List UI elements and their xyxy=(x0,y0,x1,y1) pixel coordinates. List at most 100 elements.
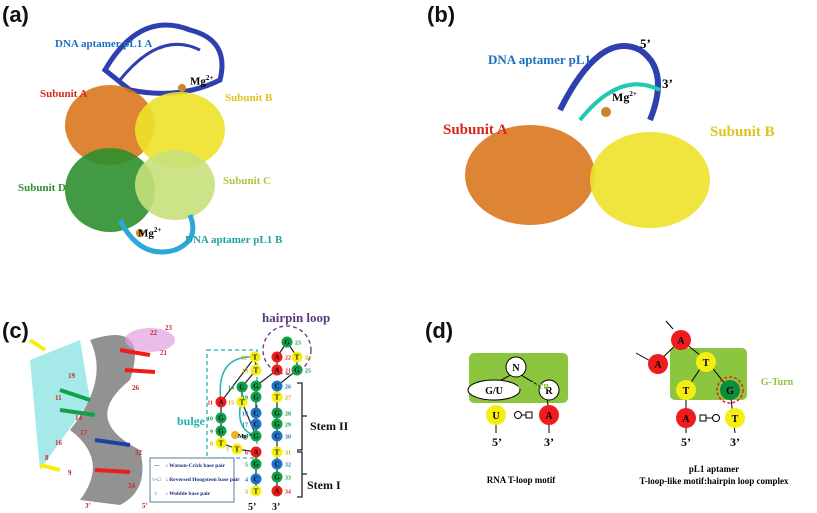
svg-text:6: 6 xyxy=(245,451,248,457)
dna-aptamer-a-label: DNA aptamer pL1 A xyxy=(55,38,153,50)
nucleotide-22: A 22 xyxy=(271,351,291,363)
svg-text:8: 8 xyxy=(210,442,213,448)
stem-2-label: Stem II xyxy=(310,419,349,433)
svg-text:34: 34 xyxy=(285,490,291,496)
structure-residue-number: 32 xyxy=(135,449,143,457)
nucleotide-3: T3 xyxy=(245,485,262,497)
svg-text:T: T xyxy=(219,440,224,448)
svg-text:T: T xyxy=(703,358,710,369)
structure-residue-number: 23 xyxy=(165,324,173,332)
svg-text:RNA T-loop motif: RNA T-loop motif xyxy=(487,475,557,485)
svg-text:: Reversed Hoogsteen base pair: : Reversed Hoogsteen base pair xyxy=(166,477,240,483)
svg-text:30: 30 xyxy=(285,435,291,441)
pl1-aptamer-motif: A A T T G A T G-Turn 5’ 3’ pL1 aptamer T… xyxy=(635,320,794,486)
svg-text:G: G xyxy=(274,410,280,418)
svg-text:T: T xyxy=(275,394,280,402)
nucleotide-13: T 13 xyxy=(242,364,262,376)
svg-text:G: G xyxy=(294,367,300,375)
svg-text:28: 28 xyxy=(285,412,291,418)
svg-text:24: 24 xyxy=(305,356,311,362)
svg-text:32: 32 xyxy=(285,463,291,469)
svg-text:T: T xyxy=(254,367,259,375)
svg-text:21: 21 xyxy=(285,369,291,375)
svg-text:A: A xyxy=(682,414,690,425)
svg-text:: Watson-Crick base pair: : Watson-Crick base pair xyxy=(166,463,226,469)
panel-c-label: (c) xyxy=(2,318,29,343)
svg-text:G: G xyxy=(218,428,224,436)
structure-residue-number: 16 xyxy=(55,439,63,447)
svg-text:G/U: G/U xyxy=(485,386,503,397)
svg-text:4: 4 xyxy=(245,478,248,484)
svg-text:T: T xyxy=(240,399,245,407)
svg-text:T: T xyxy=(254,488,259,496)
svg-text:G: G xyxy=(284,339,290,347)
mg-label-bottom: Mg2+ xyxy=(138,226,162,240)
panel-b-label: (b) xyxy=(427,2,456,27)
five-prime-label: 5’ xyxy=(640,36,651,51)
nucleotide-20: G 20 xyxy=(242,380,262,392)
svg-text:T: T xyxy=(235,446,240,454)
svg-text:17: 17 xyxy=(242,423,248,429)
nucleotide-5: G5 xyxy=(245,458,262,470)
svg-text:G: G xyxy=(253,433,259,441)
structure-residue-number: 5’ xyxy=(142,502,148,510)
svg-text:G: G xyxy=(726,386,734,397)
svg-text:T: T xyxy=(253,354,258,362)
nucleotide-19: G19 xyxy=(242,391,262,403)
bulge-label: bulge xyxy=(177,414,206,428)
svg-text:A: A xyxy=(545,411,553,422)
rna-t-loop-motif: N G/U R U A U-Turn 5’ 3’ RNA T-loop moti… xyxy=(467,353,568,485)
structure-residue-number: 11 xyxy=(55,394,62,402)
svg-text:—: — xyxy=(153,463,160,469)
svg-text:7: 7 xyxy=(226,448,229,454)
svg-text:G: G xyxy=(253,461,259,469)
panel-d-label: (d) xyxy=(425,318,454,343)
subunit-a-label: Subunit A xyxy=(40,88,88,100)
svg-text:○: ○ xyxy=(154,491,157,497)
svg-text:14: 14 xyxy=(228,386,234,392)
svg-text:G: G xyxy=(253,383,259,391)
three-prime-label: 3’ xyxy=(272,502,280,513)
svg-text:pL1 aptamer: pL1 aptamer xyxy=(689,464,739,474)
svg-text:13: 13 xyxy=(242,369,248,375)
svg-text:T: T xyxy=(275,449,280,457)
svg-text:○-□: ○-□ xyxy=(152,477,161,483)
svg-text:C: C xyxy=(253,421,258,429)
panel-a-label: (a) xyxy=(2,2,29,27)
svg-text:16: 16 xyxy=(242,435,248,441)
svg-text:23: 23 xyxy=(295,341,301,347)
svg-text:22: 22 xyxy=(285,356,291,362)
svg-text:27: 27 xyxy=(285,396,291,402)
structure-residue-number: 22 xyxy=(150,329,158,337)
nucleotide-12: T12 xyxy=(241,351,261,363)
svg-text:C: C xyxy=(253,410,258,418)
svg-text:20: 20 xyxy=(242,385,248,391)
structure-residue-number: 9 xyxy=(68,469,72,477)
subunit-b-label: Subunit B xyxy=(225,92,273,104)
svg-text:A: A xyxy=(274,488,279,496)
svg-text:18: 18 xyxy=(242,412,248,418)
svg-text:C: C xyxy=(274,461,279,469)
svg-text:C: C xyxy=(253,476,258,484)
structure-residue-number: 8 xyxy=(45,454,49,462)
nucleotide-28: G 28 xyxy=(271,407,291,419)
svg-text:U: U xyxy=(492,411,499,422)
svg-text:G-Turn: G-Turn xyxy=(761,377,794,388)
subunit-a-label: Subunit A xyxy=(443,122,508,138)
svg-text:A: A xyxy=(253,449,258,457)
subunit-d-label: Subunit D xyxy=(18,182,67,194)
nucleotide-4: C4 xyxy=(245,473,262,485)
stem-1-label: Stem I xyxy=(307,478,341,492)
nucleotide-9: G9 xyxy=(210,425,227,437)
svg-text:A: A xyxy=(274,354,279,362)
nucleotide-14: G14 xyxy=(228,381,248,393)
nucleotide-18: C 18 xyxy=(242,407,262,419)
